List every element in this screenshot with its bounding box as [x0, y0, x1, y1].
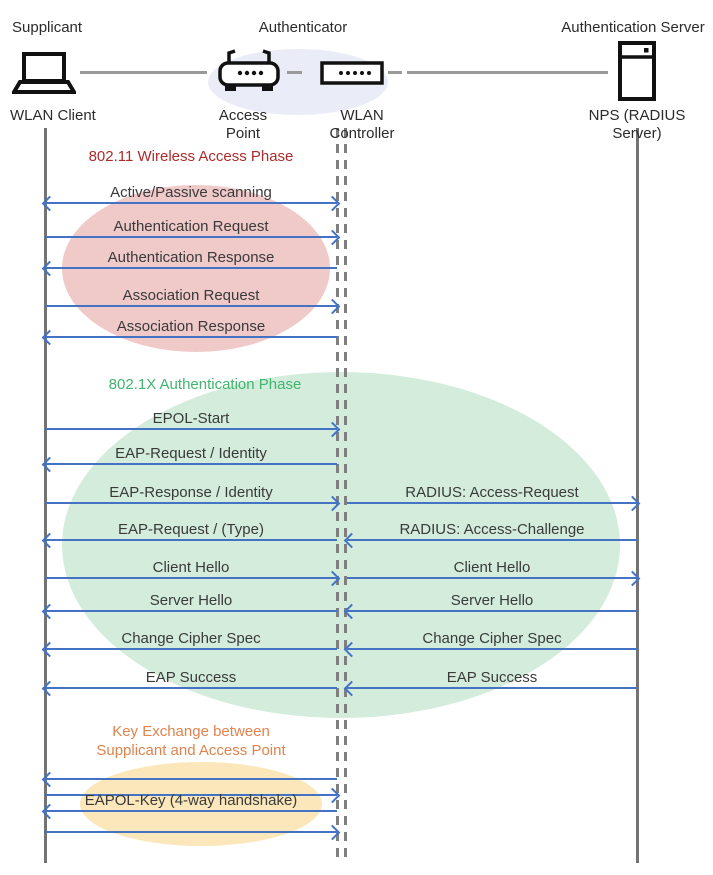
message-change-cipher-spec-left: Change Cipher Spec	[45, 630, 337, 650]
arrow-left	[347, 539, 637, 541]
message-eap-response-identity: EAP-Response / Identity	[45, 484, 337, 504]
key-exchange-title: Key Exchange between Supplicant and Acce…	[45, 722, 337, 760]
message-eap-success-left: EAP Success	[45, 669, 337, 689]
arrow-left	[45, 778, 337, 780]
link-controller-dash	[388, 71, 402, 74]
wlan-controller-label: WLAN Controller	[329, 107, 395, 142]
arrow-left	[45, 687, 337, 689]
arrow-right	[45, 305, 337, 307]
wireless-phase-title: 802.11 Wireless Access Phase	[88, 148, 294, 165]
arrow-left	[45, 267, 337, 269]
authentication-phase-title: 802.1X Authentication Phase	[108, 376, 302, 393]
controller-box-icon	[320, 61, 384, 85]
wlan-client-label: WLAN Client	[10, 107, 96, 124]
authenticator-lifeline-right	[344, 128, 347, 863]
message-eapol-key: EAPOL-Key (4-way handshake)	[45, 792, 337, 812]
arrow-right	[347, 577, 637, 579]
message-eap-success-right: EAP Success	[347, 669, 637, 689]
message-server-hello-right: Server Hello	[347, 592, 637, 612]
arrow-right	[347, 502, 637, 504]
message-radius-access-request: RADIUS: Access-Request	[347, 484, 637, 504]
message-association-response: Association Response	[45, 318, 337, 338]
message-active-passive-scanning: Active/Passive scanning	[45, 184, 337, 204]
server-tower-icon	[618, 41, 656, 101]
arrow-right	[45, 236, 337, 238]
arrow-both	[45, 202, 337, 204]
arrow-right	[45, 794, 337, 796]
authentication-server-role-label: Authentication Server	[561, 19, 705, 36]
arrow-right	[45, 502, 337, 504]
arrow-right	[45, 428, 337, 430]
message-association-request: Association Request	[45, 287, 337, 307]
message-radius-access-challenge: RADIUS: Access-Challenge	[347, 521, 637, 541]
message-key-handshake-2	[45, 794, 337, 796]
link-ap-to-controller	[287, 71, 302, 74]
laptop-icon	[12, 51, 76, 96]
arrow-left	[347, 687, 637, 689]
arrow-left	[45, 810, 337, 812]
arrow-left	[347, 610, 637, 612]
message-key-handshake-4	[45, 831, 337, 833]
link-client-to-ap	[80, 71, 207, 74]
arrow-left	[45, 463, 337, 465]
authenticator-role-label: Authenticator	[258, 19, 348, 36]
message-epol-start: EPOL-Start	[45, 410, 337, 430]
message-server-hello-left: Server Hello	[45, 592, 337, 612]
message-client-hello-right: Client Hello	[347, 559, 637, 579]
arrow-left	[347, 648, 637, 650]
authenticator-lifeline-left	[336, 128, 339, 863]
message-change-cipher-spec-right: Change Cipher Spec	[347, 630, 637, 650]
supplicant-lifeline	[44, 128, 47, 863]
message-eap-request-identity: EAP-Request / Identity	[45, 445, 337, 465]
key-exchange-title-line2: Supplicant and Access Point	[96, 742, 286, 759]
arrow-left	[45, 610, 337, 612]
link-controller-to-server	[407, 71, 608, 74]
nps-radius-server-label: NPS (RADIUS Server)	[588, 107, 686, 142]
access-point-label: Access Point	[218, 107, 268, 142]
arrow-left	[45, 336, 337, 338]
message-authentication-request: Authentication Request	[45, 218, 337, 238]
arrow-right	[45, 831, 337, 833]
arrow-right	[45, 577, 337, 579]
message-eap-request-type: EAP-Request / (Type)	[45, 521, 337, 541]
message-client-hello-left: Client Hello	[45, 559, 337, 579]
message-authentication-response: Authentication Response	[45, 249, 337, 269]
supplicant-role-label: Supplicant	[12, 19, 83, 36]
wireless-router-icon	[217, 49, 281, 93]
server-lifeline	[636, 128, 639, 863]
key-exchange-title-line1: Key Exchange between	[112, 723, 270, 740]
arrow-left	[45, 539, 337, 541]
arrow-left	[45, 648, 337, 650]
message-key-handshake-1	[45, 778, 337, 780]
